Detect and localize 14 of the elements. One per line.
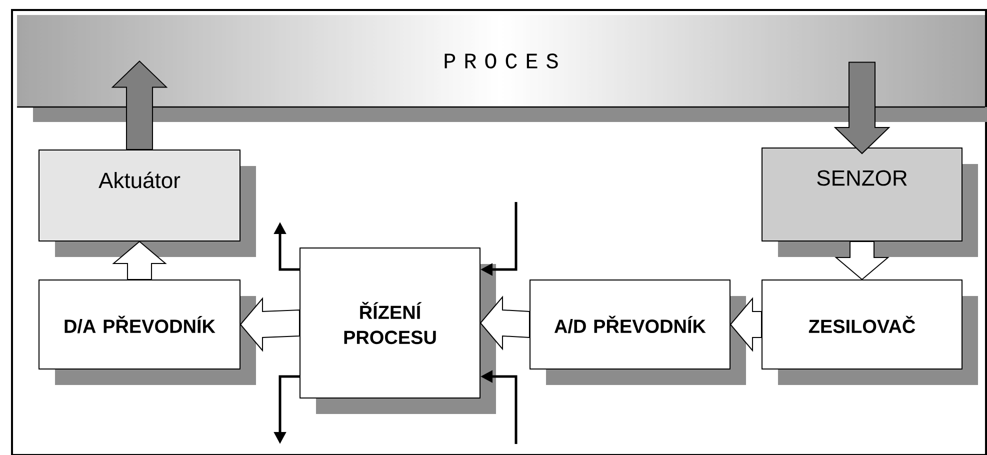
block-arrow — [112, 240, 167, 280]
actuator-box: Aktuátor — [38, 150, 256, 257]
process-band: P R O C E S — [17, 15, 987, 122]
converter-box: A/D PŘEVODNÍK — [530, 280, 746, 385]
converter-box: D/A PŘEVODNÍK — [38, 280, 256, 385]
amplifier-box: ZESILOVAČ — [762, 280, 978, 385]
block-arrow — [480, 296, 530, 350]
block-arrow — [111, 60, 168, 150]
block-arrow — [834, 241, 890, 280]
block-arrow — [834, 62, 890, 154]
block-arrow — [730, 297, 762, 352]
sensor-box: SENZOR — [762, 148, 978, 257]
block-arrow — [240, 297, 300, 352]
control-box: ŘÍZENÍ PROCESU — [300, 248, 496, 414]
